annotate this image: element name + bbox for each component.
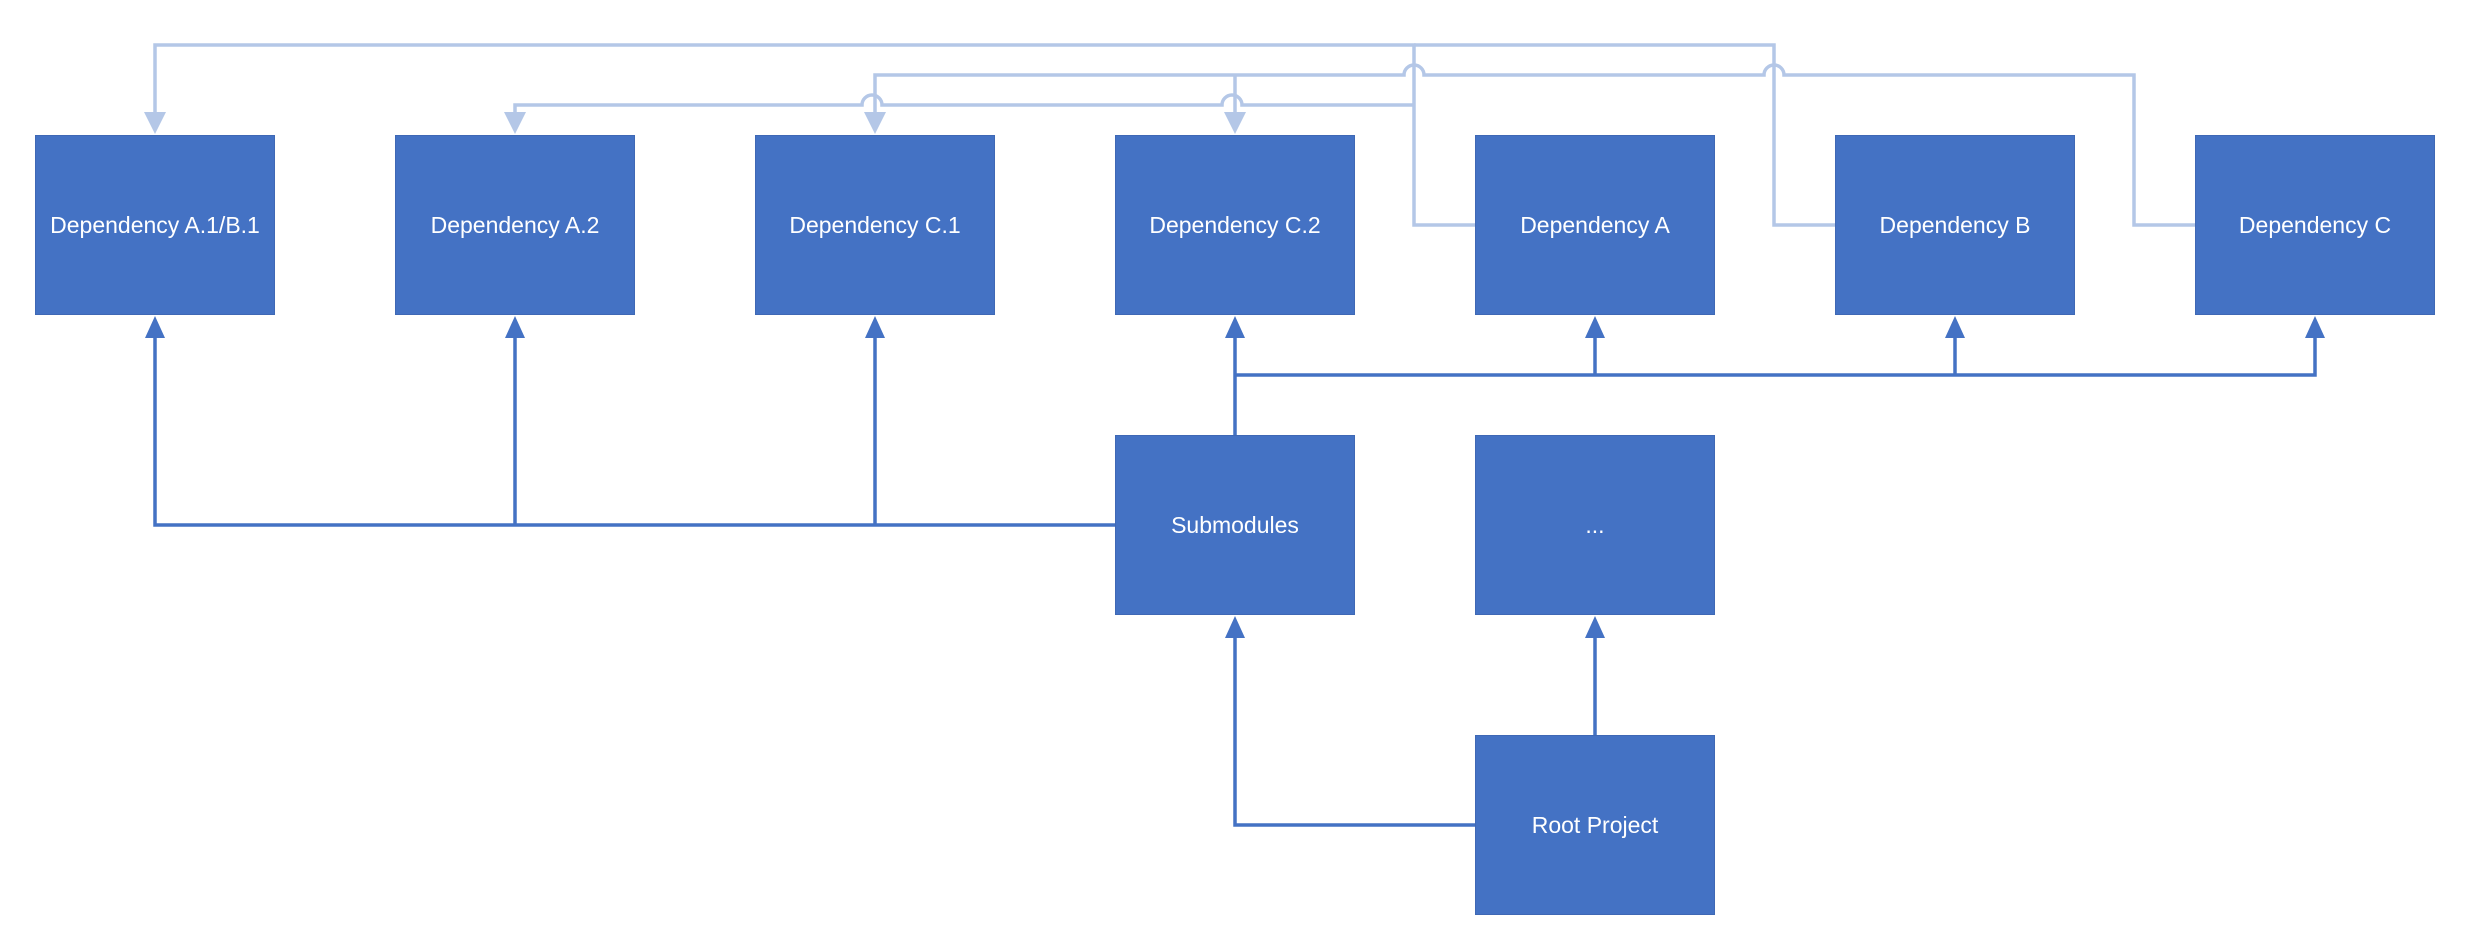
node-label: Dependency A.2 (430, 211, 600, 238)
arrowhead-dep-a2 (505, 316, 525, 338)
node-dependency-c2[interactable]: Dependency C.2 (1115, 135, 1355, 315)
arrowhead-dep-c1-light (864, 112, 886, 134)
node-label: Dependency C.2 (1149, 211, 1321, 238)
node-label: Root Project (1531, 811, 1659, 838)
secondary-connectors (144, 43, 2197, 227)
connector-dep-c-to-dep-c1 (873, 63, 2197, 227)
arrowhead-dep-a2-light (504, 112, 526, 134)
arrowhead-dep-b (1945, 316, 1965, 338)
arrowhead-dep-c2-light (1224, 112, 1246, 134)
connector-submodules-to-left-deps (153, 336, 1115, 527)
arrowhead-ellipsis (1585, 616, 1605, 638)
node-label: ... (1585, 511, 1605, 538)
node-label: Dependency A.1/B.1 (50, 211, 260, 238)
node-label: Submodules (1171, 511, 1299, 538)
node-dependency-c1[interactable]: Dependency C.1 (755, 135, 995, 315)
arrowhead-dep-c1 (865, 316, 885, 338)
connector-dep-b-to-dep-ab1 (1414, 43, 1837, 227)
node-dependency-a[interactable]: Dependency A (1475, 135, 1715, 315)
node-ellipsis[interactable]: ... (1475, 435, 1715, 615)
node-dependency-c[interactable]: Dependency C (2195, 135, 2435, 315)
connector-root-to-submodules (1233, 636, 1475, 827)
arrowhead-dep-ab1-light (144, 112, 166, 134)
node-submodules[interactable]: Submodules (1115, 435, 1355, 615)
node-label: Dependency A (1520, 211, 1670, 238)
node-dependency-a1-b1[interactable]: Dependency A.1/B.1 (35, 135, 275, 315)
arrowhead-dep-a (1585, 316, 1605, 338)
node-dependency-b[interactable]: Dependency B (1835, 135, 2075, 315)
node-label: Dependency C.1 (789, 211, 961, 238)
node-dependency-a2[interactable]: Dependency A.2 (395, 135, 635, 315)
arrowhead-submodules (1225, 616, 1245, 638)
arrowhead-dep-ab1 (145, 316, 165, 338)
node-label: Dependency C (2238, 211, 2392, 238)
node-root-project[interactable]: Root Project (1475, 735, 1715, 915)
node-label: Dependency B (1879, 211, 2031, 238)
connector-submodules-to-right-deps (1235, 336, 2317, 377)
arrowhead-dep-c2 (1225, 316, 1245, 338)
primary-connectors (145, 316, 2325, 827)
arrowhead-dep-c (2305, 316, 2325, 338)
connector-dep-a-to-dep-a2 (513, 93, 1414, 112)
